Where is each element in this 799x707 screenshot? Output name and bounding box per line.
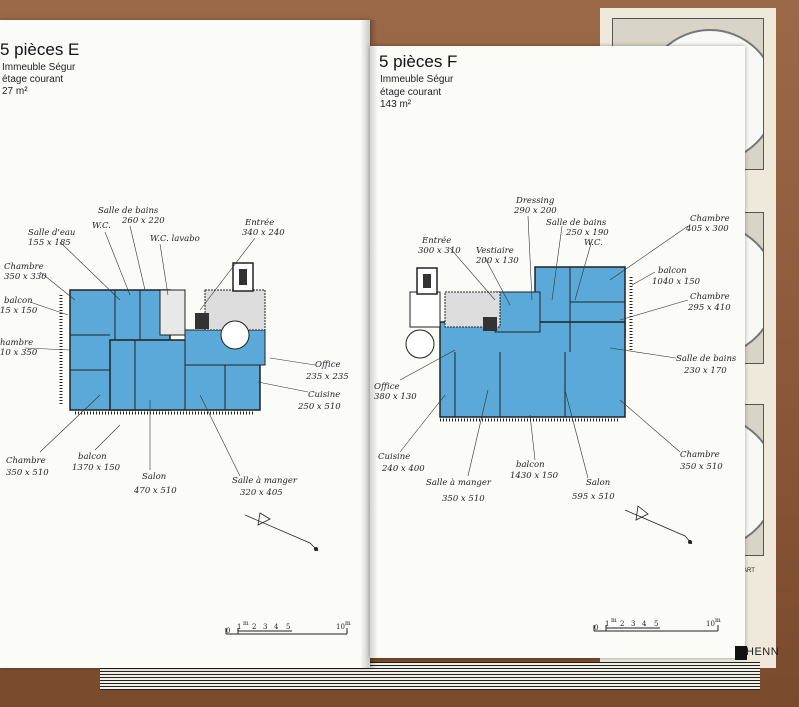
left-leader-lines (24, 225, 316, 477)
label-entree-dim: 340 x 240 (242, 228, 285, 238)
label-entree: Entrée (422, 236, 452, 246)
label-office: Office (374, 382, 400, 392)
scale-right-unit: m (611, 617, 617, 624)
right-floor-plan (405, 266, 633, 422)
label-wc: W.C. (584, 238, 603, 248)
label-salle-de-bains: Salle de bains (98, 206, 159, 216)
label-salon: Salon (586, 478, 611, 488)
right-page-title: 5 pièces F (379, 52, 458, 71)
scale-left-one: 1 (237, 623, 242, 631)
label-chambre-3: Chambre (6, 456, 46, 466)
label-chambre-3: Chambre (680, 450, 720, 460)
scale-right-one: 1 (605, 620, 610, 628)
label-salle-de-bains-dim: 260 x 220 (122, 216, 165, 226)
left-floor: étage courant (2, 74, 64, 85)
label-cuisine-dim: 240 x 400 (382, 464, 425, 474)
left-page-title: 5 pièces E (0, 40, 80, 59)
scale-left-unit: m (243, 620, 249, 627)
north-arrow-left (244, 512, 319, 552)
label-salle-de-bains-dim: 250 x 190 (566, 228, 609, 238)
label-cuisine: Cuisine (378, 452, 411, 462)
label-salle-a-manger: Salle à manger (232, 476, 297, 486)
label-chambre-2-dim: 295 x 410 (688, 303, 731, 313)
label-chambre-1: Chambre (690, 214, 730, 224)
label-chambre-1: Chambre (4, 262, 44, 272)
label-salle-a-manger-dim: 320 x 405 (240, 488, 283, 498)
label-chambre-3-dim: 350 x 510 (680, 462, 723, 472)
label-wc-lavabo: W.C. lavabo (150, 234, 200, 244)
label-vestiaire-dim: 200 x 130 (476, 256, 519, 266)
scale-left-ten: 10 (336, 623, 345, 631)
label-cuisine-dim: 250 x 510 (298, 402, 341, 412)
scale-right-tick: 4 (642, 620, 647, 628)
label-salle-d-eau-dim: 155 x 185 (28, 238, 71, 248)
label-salle-a-manger-dim: 350 x 510 (442, 494, 485, 504)
label-cuisine: Cuisine (308, 390, 341, 400)
label-entree: Entrée (245, 218, 275, 228)
label-chambre-2: hambre (0, 338, 34, 348)
scale-left-tick: 4 (274, 623, 279, 631)
scale-bar-left (225, 628, 348, 635)
right-area: 143 m² (380, 99, 412, 110)
left-area: 27 m² (2, 86, 28, 97)
label-office-dim: 235 x 235 (306, 372, 349, 382)
label-chambre-1-dim: 350 x 330 (4, 272, 47, 282)
publisher-name: HENN (746, 646, 780, 658)
label-vestiaire: Vestiaire (476, 246, 514, 256)
back-cover-caption: MART (738, 568, 755, 574)
label-salle-de-bains: Salle de bains (546, 218, 607, 228)
label-wc: W.C. (92, 221, 111, 231)
label-salon-dim: 595 x 510 (572, 492, 615, 502)
label-balcon-1-dim: 1040 x 150 (652, 277, 701, 287)
scale-bar-right (593, 625, 719, 632)
label-salle-de-bains-2: Salle de bains (676, 354, 737, 364)
label-balcon-1: balcon (4, 296, 33, 306)
label-chambre-3-dim: 350 x 510 (6, 468, 49, 478)
book-gutter (360, 20, 378, 668)
label-office: Office (315, 360, 341, 370)
scale-right-zero: 0 (594, 624, 599, 632)
label-balcon-2-dim: 1370 x 150 (72, 463, 121, 473)
label-salle-a-manger: Salle à manger (426, 478, 491, 488)
label-chambre-2-dim: 10 x 350 (0, 348, 38, 358)
scale-left-tick: 2 (252, 623, 257, 631)
label-salon-dim: 470 x 510 (134, 486, 177, 496)
scale-right-ten-unit: m (715, 617, 721, 624)
label-salon: Salon (142, 472, 167, 482)
label-balcon-2: balcon (78, 452, 107, 462)
label-balcon-2-dim: 1430 x 150 (510, 471, 559, 481)
north-arrow-right (624, 505, 693, 545)
right-leader-lines (399, 215, 689, 479)
publisher-mark (735, 646, 747, 660)
label-salle-de-bains-2-dim: 230 x 170 (684, 366, 727, 376)
right-floor: étage courant (380, 87, 442, 98)
scale-right-ten: 10 (706, 620, 715, 628)
scale-left-tick: 3 (263, 623, 268, 631)
left-building: Immeuble Ségur (2, 62, 76, 73)
label-office-dim: 380 x 130 (374, 392, 417, 402)
label-dressing-dim: 290 x 200 (514, 206, 557, 216)
scale-right-tick: 5 (654, 620, 659, 628)
label-balcon-2: balcon (516, 460, 545, 470)
scale-right-tick: 2 (620, 620, 625, 628)
label-salle-d-eau: Salle d'eau (28, 228, 76, 238)
label-entree-dim: 300 x 310 (418, 246, 461, 256)
scale-left-zero: 0 (226, 627, 231, 635)
scale-left-tick: 5 (286, 623, 291, 631)
label-dressing: Dressing (516, 196, 555, 206)
right-building: Immeuble Ségur (380, 74, 454, 85)
scale-left-ten-unit: m (345, 620, 351, 627)
scale-right-tick: 3 (631, 620, 636, 628)
label-chambre-2: Chambre (690, 292, 730, 302)
label-balcon-1-dim: 15 x 150 (0, 306, 38, 316)
label-chambre-1-dim: 405 x 300 (686, 224, 729, 234)
label-balcon-1: balcon (658, 266, 687, 276)
